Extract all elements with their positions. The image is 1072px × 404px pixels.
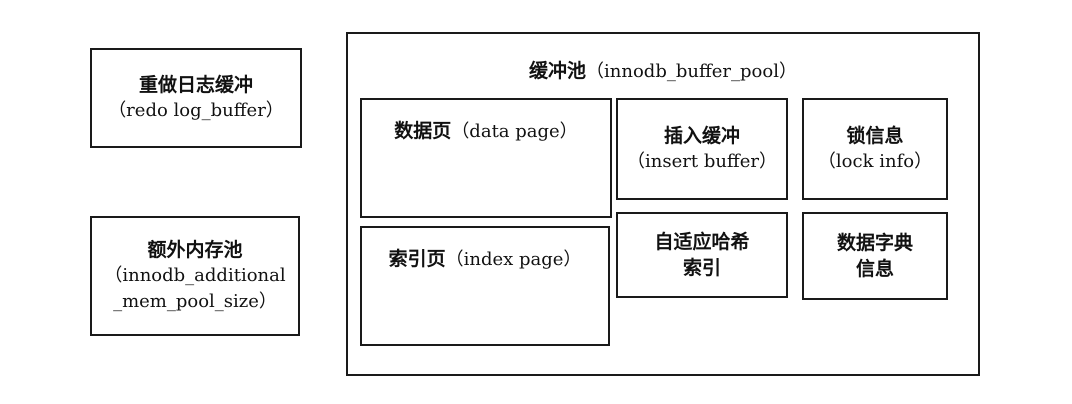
index-page-label-cn: 索引页 (388, 248, 446, 270)
data-page-label: 数据页（data page） (362, 118, 610, 145)
adaptive-hash-index-line1: 自适应哈希 (654, 231, 750, 253)
additional-mem-pool-line1: （innodb_additional (104, 265, 286, 286)
insert-buffer-box: 插入缓冲 （insert buffer） (616, 98, 788, 200)
index-page-box: 索引页（index page） (360, 226, 610, 346)
index-page-label: 索引页（index page） (362, 246, 608, 273)
insert-buffer-subtitle: （insert buffer） (627, 151, 777, 172)
data-page-box: 数据页（data page） (360, 98, 612, 218)
redo-log-buffer-box: 重做日志缓冲 （redo log_buffer） (90, 48, 302, 148)
data-page-label-cn: 数据页 (394, 120, 452, 142)
adaptive-hash-index-line2: 索引 (682, 257, 721, 279)
additional-mem-pool-line2: _mem_pool_size） (113, 291, 277, 312)
additional-mem-pool-box: 额外内存池 （innodb_additional _mem_pool_size） (90, 216, 300, 336)
data-page-label-en: （data page） (451, 121, 578, 142)
data-dictionary-line2: 信息 (855, 258, 894, 280)
index-page-label-en: （index page） (445, 249, 582, 270)
buffer-pool-title: 缓冲池（innodb_buffer_pool） (348, 58, 978, 85)
redo-log-buffer-subtitle: （redo log_buffer） (108, 100, 284, 121)
additional-mem-pool-title: 额外内存池 (147, 239, 243, 261)
buffer-pool-title-cn: 缓冲池 (529, 60, 587, 82)
insert-buffer-title: 插入缓冲 (663, 125, 740, 147)
adaptive-hash-index-box: 自适应哈希 索引 (616, 212, 788, 298)
lock-info-title: 锁信息 (846, 125, 904, 147)
lock-info-box: 锁信息 （lock info） (802, 98, 948, 200)
data-dictionary-line1: 数据字典 (836, 232, 913, 254)
data-dictionary-box: 数据字典 信息 (802, 212, 948, 300)
lock-info-subtitle: （lock info） (817, 151, 933, 172)
redo-log-buffer-title: 重做日志缓冲 (138, 74, 253, 96)
buffer-pool-title-en: （innodb_buffer_pool） (586, 61, 797, 82)
